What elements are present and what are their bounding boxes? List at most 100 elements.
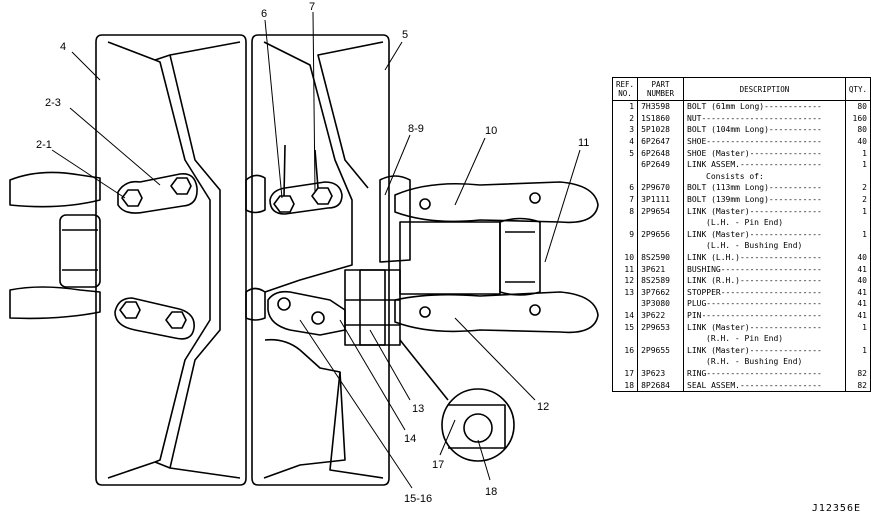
cell-part: 5P1028: [637, 124, 685, 136]
cell-ref: 17: [611, 367, 639, 380]
cell-part: 2P9654: [637, 205, 685, 217]
cell-ref: 10: [611, 251, 639, 264]
cell-part: 8S2589: [637, 274, 685, 287]
cell-part: 7H3598: [637, 100, 685, 113]
cell-desc: SHOE------------------------: [687, 137, 822, 147]
cell-qty: 1: [844, 228, 871, 241]
cell-qty: 82: [844, 379, 871, 392]
callout-5: 5: [402, 29, 408, 41]
cell-part: 6P2647: [637, 135, 685, 148]
middle-links: [245, 174, 266, 321]
callout-13: 13: [412, 403, 424, 415]
cell-qty: [844, 170, 871, 183]
callout-2-1: 2-1: [36, 139, 52, 151]
cell-desc: LINK (Master)---------------: [687, 322, 822, 332]
callout-6: 6: [261, 8, 267, 20]
cell-ref: [611, 158, 639, 171]
cell-part: [637, 240, 685, 252]
cell-desc: LINK (Master)---------------: [687, 345, 822, 355]
shoe-5: [251, 34, 390, 486]
cell-part: [637, 216, 685, 229]
cell-desc: SEAL ASSEM.-----------------: [683, 379, 846, 392]
cell-ref: 18: [611, 379, 639, 392]
cell-qty: [844, 216, 871, 229]
cell-desc: LINK (R.H.)-----------------: [687, 276, 822, 286]
cell-desc: BUSHING---------------------: [687, 264, 822, 274]
callout-15-16: 15-16: [404, 493, 432, 505]
cell-ref: [611, 216, 639, 229]
cell-desc: BOLT (139mm Long)-----------: [687, 195, 822, 205]
callout-4: 4: [60, 41, 66, 53]
cell-qty: 41: [844, 298, 871, 310]
header-part-number: PART NUMBER: [637, 77, 685, 101]
callout-11: 11: [578, 137, 589, 149]
shoe-4: [95, 34, 247, 486]
cell-part: 3P1111: [637, 193, 685, 206]
cell-qty: 41: [844, 286, 871, 299]
callout-8-9: 8-9: [408, 123, 424, 135]
cell-qty: 41: [844, 263, 871, 275]
cell-qty: 80: [844, 100, 871, 113]
table-row: (R.H. - Pin End): [611, 332, 871, 345]
callout-10: 10: [485, 125, 497, 137]
cell-ref: 8: [611, 205, 639, 217]
left-shoe-links: [114, 172, 198, 340]
cell-part: 3P623: [637, 367, 685, 380]
cell-ref: 1: [611, 100, 639, 113]
cell-qty: [844, 240, 871, 252]
cell-ref: 16: [611, 344, 639, 357]
cell-qty: 2: [844, 193, 871, 206]
cell-ref: 2: [611, 112, 639, 125]
table-row: (L.H. - Bushing End): [611, 240, 871, 252]
cell-part: [637, 332, 685, 345]
cell-part: [637, 356, 685, 368]
cell-desc: LINK ASSEM.-----------------: [687, 160, 822, 170]
cell-desc: Consists of:: [706, 171, 764, 181]
cell-ref: 4: [611, 135, 639, 148]
cell-qty: 160: [844, 112, 871, 125]
exploded-track-drawing: 4 2-3 2-1 6 7 5 8-9 10 11 12 13 14 15-16…: [9, 1, 599, 505]
cell-ref: 6: [611, 182, 639, 194]
table-row: (L.H. - Pin End): [611, 216, 871, 229]
cell-desc: LINK (Master)---------------: [687, 206, 822, 216]
cell-part: 1S1860: [637, 112, 685, 125]
cell-desc: STOPPER---------------------: [687, 287, 822, 297]
cell-qty: [844, 332, 871, 345]
cell-qty: 1: [844, 205, 871, 217]
right-chain-links: [394, 181, 599, 334]
cell-desc: (L.H. - Bushing End): [706, 241, 803, 251]
cell-part: 2P9656: [637, 228, 685, 241]
cell-ref: 9: [611, 228, 639, 241]
cell-ref: 13: [611, 286, 639, 299]
cell-desc: NUT-------------------------: [687, 113, 822, 123]
cell-qty: 82: [844, 367, 871, 380]
cell-part: [637, 170, 685, 183]
cell-qty: 2: [844, 182, 871, 194]
cell-part: 2P9670: [637, 182, 685, 194]
left-chain-links: [9, 171, 101, 320]
cell-desc: (L.H. - Pin End): [706, 218, 784, 228]
cell-qty: 80: [844, 124, 871, 136]
header-description: DESCRIPTION: [683, 77, 846, 101]
cell-part: 2P9655: [637, 344, 685, 357]
cell-ref: 3: [611, 124, 639, 136]
right-shoe-bolts: [269, 144, 343, 215]
cell-ref: 15: [611, 321, 639, 333]
cell-ref: 5: [611, 147, 639, 159]
cell-qty: [844, 356, 871, 368]
